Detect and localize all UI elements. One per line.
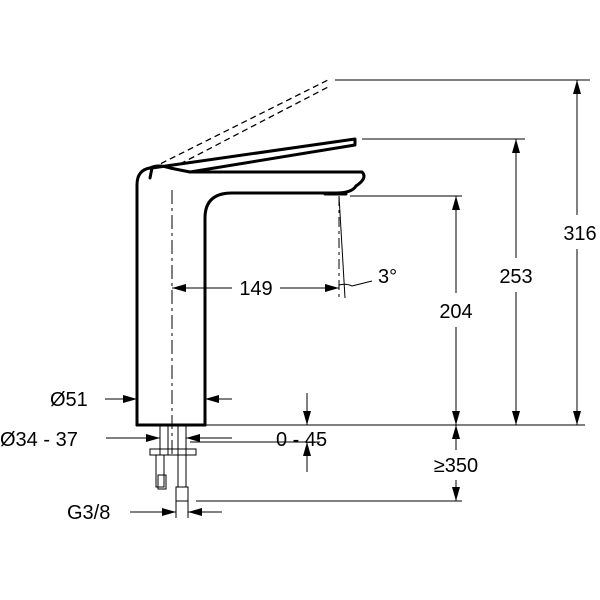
dimension-350: ≥350 [425,425,487,501]
label-hole-diameter: Ø34 - 37 [0,429,78,451]
dimension-253: 253 [494,139,538,425]
lever-closed [148,137,357,180]
dimension-thread: G3/8 [67,501,222,524]
spout-angle-line [338,195,346,299]
mounting-nut [149,448,197,456]
lever-outline [148,137,357,180]
hose-right [177,454,187,488]
dimension-hole-diameter: Ø34 - 37 [0,429,232,451]
shank-outline [159,424,187,456]
label-204: 204 [439,301,472,323]
label-body-diameter: Ø51 [50,389,88,411]
label-316: 316 [563,223,596,245]
label-angle: 3° [378,266,397,288]
label-thread: G3/8 [67,502,110,524]
dimension-angle: 3° [338,266,397,288]
label-350: ≥350 [434,455,478,477]
spout-top-outline [148,164,366,188]
body-left-outline [135,166,152,427]
lever-open-lower-line [179,85,331,165]
dimension-316: 316 [560,80,598,425]
label-deck-thickness: 0 - 45 [276,429,327,451]
hose-left-fitting [157,474,167,490]
lever-open-upper-line [151,79,329,169]
body-right-outline [203,184,358,427]
dimension-deck-thickness: 0 - 45 [276,393,327,472]
mounting-shank [149,424,197,502]
hose-left [155,454,165,488]
dimension-204: 204 [434,196,478,425]
label-149: 149 [239,278,272,300]
hose-right-fitting [175,486,189,502]
label-253: 253 [499,266,532,288]
dimension-body-diameter: Ø51 [50,389,232,411]
dimension-149: 149 [172,272,339,302]
lever-open-dashed [151,79,331,169]
